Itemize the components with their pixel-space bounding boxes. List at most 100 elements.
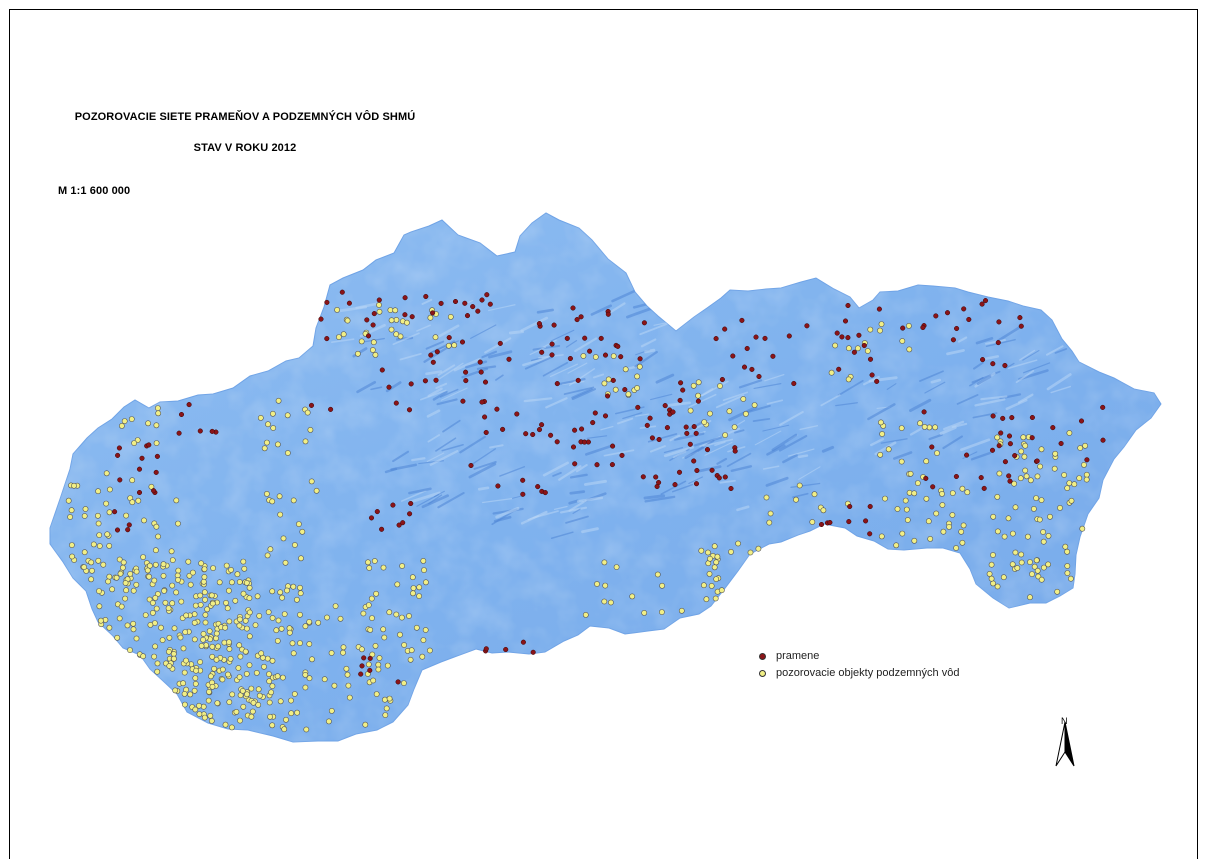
observation-point <box>113 574 120 581</box>
spring-point <box>328 406 334 412</box>
observation-point <box>128 416 135 422</box>
observation-point <box>165 605 172 612</box>
observation-point <box>1023 473 1030 480</box>
observation-point <box>420 637 427 643</box>
observation-point <box>1057 504 1063 511</box>
observation-point <box>106 543 113 549</box>
observation-point <box>894 506 901 512</box>
spring-point <box>610 377 616 383</box>
spring-point <box>430 310 436 316</box>
observation-point <box>706 571 713 577</box>
observation-point <box>148 483 155 490</box>
relief-ridge <box>919 370 944 382</box>
spring-point <box>827 519 833 526</box>
spring-point <box>374 509 380 515</box>
relief-ridge <box>565 515 589 524</box>
spring-point <box>842 318 849 324</box>
spring-point <box>818 521 825 528</box>
observation-point <box>149 600 156 606</box>
spring-point <box>954 325 960 332</box>
observation-point <box>276 493 283 500</box>
relief-ridge <box>635 413 650 417</box>
spring-point <box>495 483 501 489</box>
observation-point <box>988 561 995 568</box>
observation-point <box>1079 525 1086 532</box>
observation-point <box>398 614 405 621</box>
observation-point <box>297 584 303 591</box>
observation-point <box>275 397 282 404</box>
observation-point <box>140 653 146 660</box>
spring-point <box>359 663 365 669</box>
observation-point <box>354 350 361 357</box>
observation-point <box>383 705 390 712</box>
spring-point <box>358 671 364 677</box>
observation-point <box>88 559 95 566</box>
spring-point <box>602 352 609 358</box>
observation-point <box>119 422 125 429</box>
relief-ridge <box>766 399 784 405</box>
observation-point <box>376 308 383 315</box>
relief-ridge <box>435 437 457 452</box>
observation-point <box>213 630 220 637</box>
relief-ridge <box>565 340 578 348</box>
observation-point <box>274 638 281 644</box>
observation-point <box>69 542 75 548</box>
observation-point <box>206 689 212 695</box>
relief-ridge <box>442 419 461 433</box>
relief-ridge <box>425 340 445 350</box>
spring-point <box>722 326 728 332</box>
relief-ridge <box>416 493 440 507</box>
observation-point <box>592 354 599 360</box>
observation-point <box>81 564 87 570</box>
observation-point <box>308 478 315 485</box>
observation-point <box>147 622 154 628</box>
relief-ridge <box>540 339 557 349</box>
spring-point <box>618 354 624 360</box>
observation-point <box>1029 571 1035 577</box>
relief-ridge <box>734 429 745 434</box>
observation-point <box>226 699 233 705</box>
observation-point <box>192 602 199 609</box>
legend-label-observation: pozorovacie objekty podzemných vôd <box>776 667 960 679</box>
observation-point <box>201 589 208 596</box>
spring-point <box>691 458 697 464</box>
observation-point <box>250 699 257 706</box>
observation-point <box>740 396 747 402</box>
relief-ridge <box>536 308 554 314</box>
spring-point <box>695 398 701 404</box>
spring-point <box>845 335 851 341</box>
spring-point <box>582 335 588 341</box>
observation-point <box>373 590 379 597</box>
observation-point <box>129 499 136 506</box>
observation-point <box>447 313 454 320</box>
observation-point <box>261 445 268 452</box>
observation-point <box>370 339 377 346</box>
relief-ridge <box>893 451 913 460</box>
spring-point <box>409 314 415 320</box>
relief-ridge <box>753 383 782 390</box>
spring-point <box>1007 441 1013 447</box>
relief-ridge <box>439 388 459 398</box>
relief-ridge <box>553 505 568 511</box>
observation-point <box>958 528 965 535</box>
relief-ridge <box>626 305 656 319</box>
relief-ridge <box>559 506 588 514</box>
spring-point <box>523 431 529 437</box>
observation-point <box>403 319 410 326</box>
observation-point <box>877 327 883 334</box>
observation-point <box>293 596 300 603</box>
observation-point <box>335 334 342 340</box>
relief-ridge <box>694 436 723 447</box>
spring-point <box>640 474 646 480</box>
spring-point <box>996 443 1002 449</box>
observation-point <box>200 636 206 643</box>
observation-point <box>81 549 88 556</box>
observation-points-layer <box>65 302 1090 733</box>
observation-point <box>925 518 932 525</box>
spring-point <box>570 305 576 311</box>
relief-ridge <box>672 450 687 459</box>
observation-point <box>133 581 140 588</box>
relief-ridge <box>765 476 789 487</box>
observation-point <box>362 721 369 728</box>
